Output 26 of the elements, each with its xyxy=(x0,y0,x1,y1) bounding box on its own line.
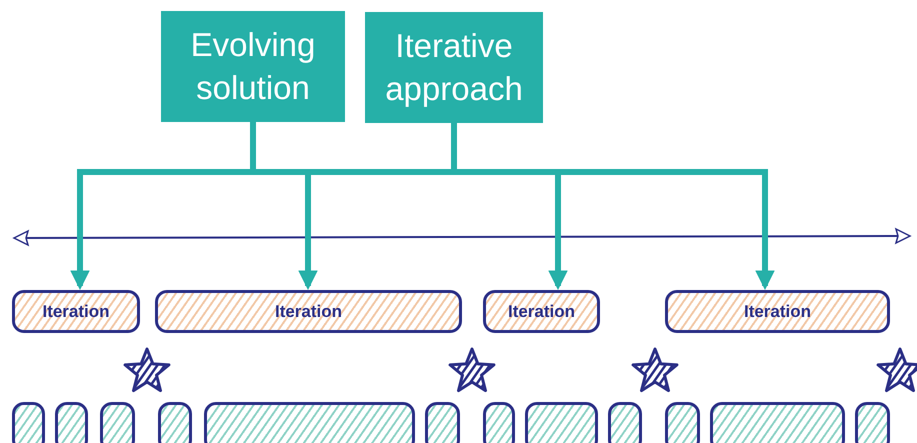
iteration-label: Iteration xyxy=(42,302,110,322)
milestone-star xyxy=(632,348,678,392)
iteration-box xyxy=(483,290,600,333)
iteration-label: Iteration xyxy=(744,302,812,322)
milestone-star xyxy=(124,348,170,392)
iteration-box xyxy=(12,290,140,333)
milestone-star xyxy=(448,348,496,392)
task-box xyxy=(12,402,45,443)
task-box xyxy=(855,402,890,443)
task-box xyxy=(425,402,460,443)
task-box xyxy=(158,402,192,443)
milestone-star xyxy=(876,348,917,392)
iteration-label: Iteration xyxy=(508,302,576,322)
concept-box: Iterative approach xyxy=(365,12,543,123)
task-box xyxy=(204,402,415,443)
task-box xyxy=(710,402,845,443)
task-box xyxy=(100,402,135,443)
task-box xyxy=(608,402,642,443)
iteration-box xyxy=(665,290,890,333)
iteration-label: Iteration xyxy=(274,302,342,322)
task-box xyxy=(483,402,515,443)
task-box xyxy=(55,402,88,443)
concept-box: Evolving solution xyxy=(161,11,345,122)
task-box xyxy=(665,402,700,443)
iteration-box xyxy=(155,290,462,333)
task-box xyxy=(525,402,598,443)
